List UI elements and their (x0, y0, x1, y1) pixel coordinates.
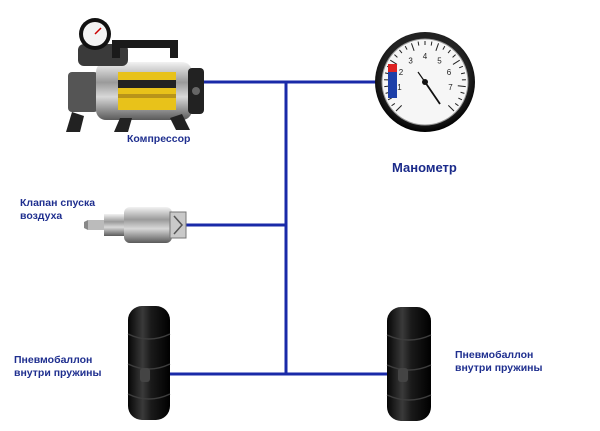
gauge-tick (394, 54, 398, 58)
gauge-tick (458, 97, 463, 101)
air-lines (168, 80, 396, 376)
gauge-tick (399, 49, 403, 54)
gauge-number: 7 (448, 83, 453, 92)
gauge-tick (442, 45, 446, 50)
bag-right-label-line1: Пневмобаллон (455, 349, 534, 361)
gauge-tick (458, 65, 464, 69)
gauge-tick (404, 45, 408, 50)
valve-label: Клапан спуска воздуха (20, 197, 95, 223)
gauge-number: 3 (408, 56, 413, 65)
gauge-tick (447, 104, 455, 112)
compressor-label: Компрессор (127, 133, 191, 145)
gauge-tick (435, 43, 440, 52)
gauge-tick (391, 103, 396, 107)
gauge-number: 2 (399, 68, 404, 77)
gauge-tick (395, 104, 403, 112)
bag-right-label-line2: внутри пружины (455, 362, 543, 374)
gauge-number: 1 (397, 83, 402, 92)
gauge-number: 6 (447, 68, 452, 77)
bag-right-label: Пневмобаллон внутри пружины (455, 349, 543, 375)
gauge-tick (454, 103, 459, 107)
air-bag-left-icon (127, 306, 171, 420)
gauge-tick (430, 41, 433, 46)
gauge-tick (410, 43, 415, 52)
valve-label-line1: Клапан спуска (20, 197, 96, 209)
bag-left-label: Пневмобаллон внутри пружины (14, 354, 102, 380)
gauge-tick (460, 72, 466, 75)
gauge-number: 4 (423, 52, 428, 61)
gauge-label: Манометр (392, 160, 457, 175)
gauge-tick (447, 49, 451, 54)
gauge-tick (457, 85, 466, 88)
valve-label-line2: воздуха (20, 210, 63, 222)
gauge-tick (452, 54, 456, 58)
air-bag-right-icon (386, 307, 432, 421)
gauge-number: 5 (437, 56, 442, 65)
release-valve-icon (84, 207, 187, 243)
compressor-icon (66, 18, 204, 132)
bag-left-label-line1: Пневмобаллон (14, 354, 93, 366)
gauge-tick (417, 41, 420, 46)
bag-left-label-line2: внутри пружины (14, 367, 102, 379)
gauge-tick (460, 91, 465, 94)
gauge-tick (452, 59, 460, 65)
gauge-tick (387, 97, 392, 101)
gauge-tick (390, 59, 398, 65)
